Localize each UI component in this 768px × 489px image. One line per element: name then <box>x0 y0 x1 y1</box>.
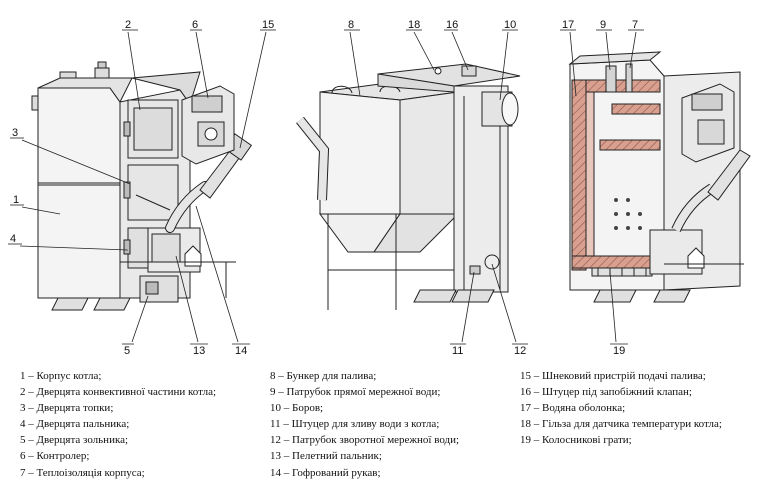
middle-view <box>296 63 521 310</box>
safety-valve-fitting <box>461 65 477 77</box>
hopper-pipe <box>296 116 330 201</box>
callout-14: 14 <box>235 345 247 357</box>
return-pipe <box>484 254 500 270</box>
right-controller <box>681 83 735 163</box>
boiler-base <box>51 261 236 311</box>
legend-item: 2 – Дверцята конвективної частини котла; <box>20 386 217 399</box>
callout-5: 5 <box>124 345 130 357</box>
callout-11: 11 <box>452 345 463 357</box>
fuel-hopper <box>319 83 460 310</box>
legend-item: 4 – Дверцята пальника; <box>20 418 130 431</box>
firebox-door <box>123 164 179 221</box>
callout-12: 12 <box>514 345 526 357</box>
grate <box>591 267 653 277</box>
legend-item: 15 – Шнековий пристрій подачі палива; <box>520 370 706 382</box>
middle-base <box>413 289 495 303</box>
firebox-holes <box>614 198 642 230</box>
legend-item: 3 – Дверцята топки; <box>20 402 114 415</box>
callout-1: 1 <box>13 194 19 206</box>
callout-8: 8 <box>348 19 354 31</box>
legend-column-2: 8 – Бункер для палива; 9 – Патрубок прям… <box>270 368 459 481</box>
callout-10: 10 <box>504 19 516 31</box>
callout-7: 7 <box>632 19 638 31</box>
legend-column-1: 1 – Корпус котла; 2 – Дверцята конвектив… <box>20 368 216 481</box>
legend-item: 7 – Теплоізоляція корпуса; <box>20 466 145 479</box>
legend-item: 10 – Боров; <box>270 402 324 415</box>
callout-15: 15 <box>262 19 274 31</box>
boiler-body <box>31 61 133 299</box>
callout-16: 16 <box>446 19 458 31</box>
pellet-burner <box>147 227 202 273</box>
legend-column-3: 15 – Шнековий пристрій подачі палива; 16… <box>520 368 722 448</box>
legend-item: 1 – Корпус котла; <box>20 370 102 382</box>
ash-door <box>139 275 179 303</box>
callout-19: 19 <box>613 345 625 357</box>
water-jacket <box>571 79 663 271</box>
right-base <box>593 263 744 303</box>
legend-item: 8 – Бункер для палива; <box>270 370 377 382</box>
callout-labels: 1 2 3 4 5 6 7 8 9 10 11 12 13 14 15 16 1… <box>10 19 638 357</box>
drain-fitting <box>469 265 481 275</box>
legend-item: 11 – Штуцер для зливу води з котла; <box>270 418 440 431</box>
callout-17: 17 <box>562 19 574 31</box>
convective-door <box>123 99 179 159</box>
burner-door <box>123 227 149 269</box>
callout-6: 6 <box>192 19 198 31</box>
callout-9: 9 <box>600 19 606 31</box>
temperature-sleeve <box>434 67 442 75</box>
thermal-insulation <box>585 91 595 257</box>
legend-item: 18 – Гільза для датчика температури котл… <box>520 418 722 431</box>
leader-lines <box>8 29 644 345</box>
legend-item: 17 – Водяна оболонка; <box>520 402 626 415</box>
controller <box>181 85 235 165</box>
legend-item: 14 – Гофрований рукав; <box>270 466 381 479</box>
legend-item: 16 – Штуцер під запобіжний клапан; <box>520 386 692 399</box>
right-view <box>568 51 751 303</box>
callout-13: 13 <box>193 345 205 357</box>
flue-outlet <box>481 91 519 127</box>
legend-item: 12 – Патрубок зворотної мережної води; <box>270 434 460 447</box>
boiler-rear <box>377 63 521 293</box>
legend-item: 9 – Патрубок прямої мережної води; <box>270 386 441 399</box>
legend-item: 19 – Колосникові грати; <box>520 434 632 447</box>
legend-item: 6 – Контролер; <box>20 450 90 463</box>
legend-item: 13 – Пелетний пальник; <box>270 450 382 463</box>
right-burner <box>649 149 751 275</box>
legend-item: 5 – Дверцята зольника; <box>20 434 129 447</box>
supply-pipe <box>605 63 633 93</box>
callout-18: 18 <box>408 19 420 31</box>
callout-4: 4 <box>10 233 16 245</box>
left-view <box>31 61 253 311</box>
callout-3: 3 <box>12 127 18 139</box>
callout-2: 2 <box>125 19 131 31</box>
